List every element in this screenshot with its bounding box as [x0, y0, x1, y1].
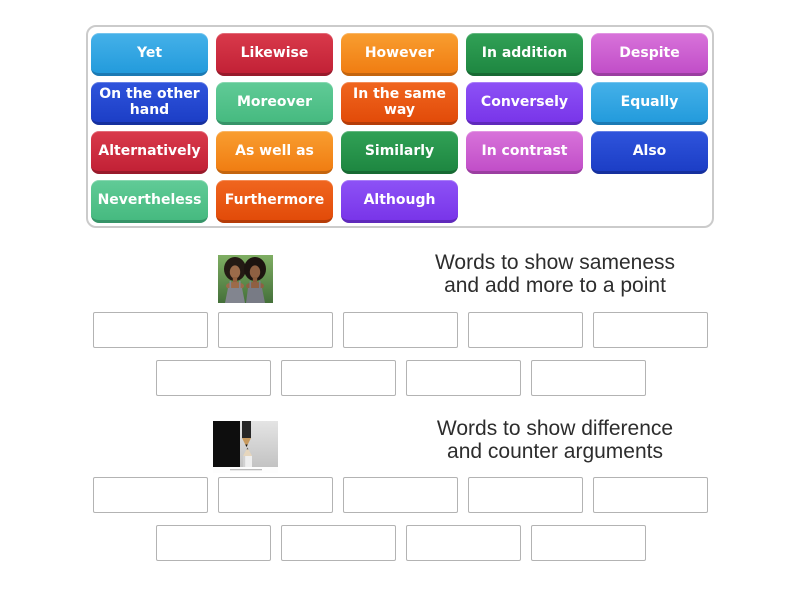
tile-row: Yet Likewise However In addition Despite: [91, 33, 712, 76]
word-tile-in-addition[interactable]: In addition: [466, 33, 583, 76]
drop-slot[interactable]: [531, 525, 646, 561]
word-tile-conversely[interactable]: Conversely: [466, 82, 583, 125]
category-title-line: Words to show difference: [436, 417, 674, 440]
drop-slot[interactable]: [156, 360, 271, 396]
word-tile-likewise[interactable]: Likewise: [216, 33, 333, 76]
word-tile-moreover[interactable]: Moreover: [216, 82, 333, 125]
word-tile-in-the-same-way[interactable]: In the same way: [341, 82, 458, 125]
word-tile-despite[interactable]: Despite: [591, 33, 708, 76]
drop-slot[interactable]: [281, 525, 396, 561]
word-tile-nevertheless[interactable]: Nevertheless: [91, 180, 208, 223]
sameness-drop-row-2: [156, 360, 646, 396]
drop-slot[interactable]: [468, 312, 583, 348]
tile-panel: Yet Likewise However In addition Despite…: [86, 25, 714, 228]
drop-slot[interactable]: [343, 477, 458, 513]
drop-slot[interactable]: [281, 360, 396, 396]
word-tile-alternatively[interactable]: Alternatively: [91, 131, 208, 174]
drop-slot[interactable]: [593, 477, 708, 513]
sameness-drop-row-1: [93, 312, 708, 348]
category-title-line: Words to show sameness: [434, 251, 676, 274]
word-tile-as-well-as[interactable]: As well as: [216, 131, 333, 174]
drop-slot[interactable]: [218, 312, 333, 348]
drop-slot[interactable]: [218, 477, 333, 513]
word-tile-yet[interactable]: Yet: [91, 33, 208, 76]
drop-slot[interactable]: [406, 360, 521, 396]
facing-pencils-image: [213, 421, 278, 473]
category-title-line: and counter arguments: [447, 440, 663, 463]
difference-drop-row-1: [93, 477, 708, 513]
word-tile-also[interactable]: Also: [591, 131, 708, 174]
drop-slot[interactable]: [593, 312, 708, 348]
tile-row: On the other hand Moreover In the same w…: [91, 82, 712, 125]
category-title-sameness: Words to show sameness and add more to a…: [400, 251, 710, 297]
word-tile-however[interactable]: However: [341, 33, 458, 76]
category-title-line: and add more to a point: [444, 274, 666, 297]
drop-slot[interactable]: [406, 525, 521, 561]
word-tile-on-the-other-hand[interactable]: On the other hand: [91, 82, 208, 125]
drop-slot[interactable]: [93, 477, 208, 513]
drop-slot[interactable]: [531, 360, 646, 396]
tile-row: Nevertheless Furthermore Although: [91, 180, 712, 223]
word-tile-similarly[interactable]: Similarly: [341, 131, 458, 174]
drop-slot[interactable]: [343, 312, 458, 348]
tile-row: Alternatively As well as Similarly In co…: [91, 131, 712, 174]
word-tile-although[interactable]: Although: [341, 180, 458, 223]
twin-girls-image: [218, 255, 273, 303]
drop-slot[interactable]: [93, 312, 208, 348]
difference-drop-row-2: [156, 525, 646, 561]
word-tile-equally[interactable]: Equally: [591, 82, 708, 125]
category-title-difference: Words to show difference and counter arg…: [400, 417, 710, 463]
drop-slot[interactable]: [156, 525, 271, 561]
word-tile-in-contrast[interactable]: In contrast: [466, 131, 583, 174]
word-tile-furthermore[interactable]: Furthermore: [216, 180, 333, 223]
drop-slot[interactable]: [468, 477, 583, 513]
